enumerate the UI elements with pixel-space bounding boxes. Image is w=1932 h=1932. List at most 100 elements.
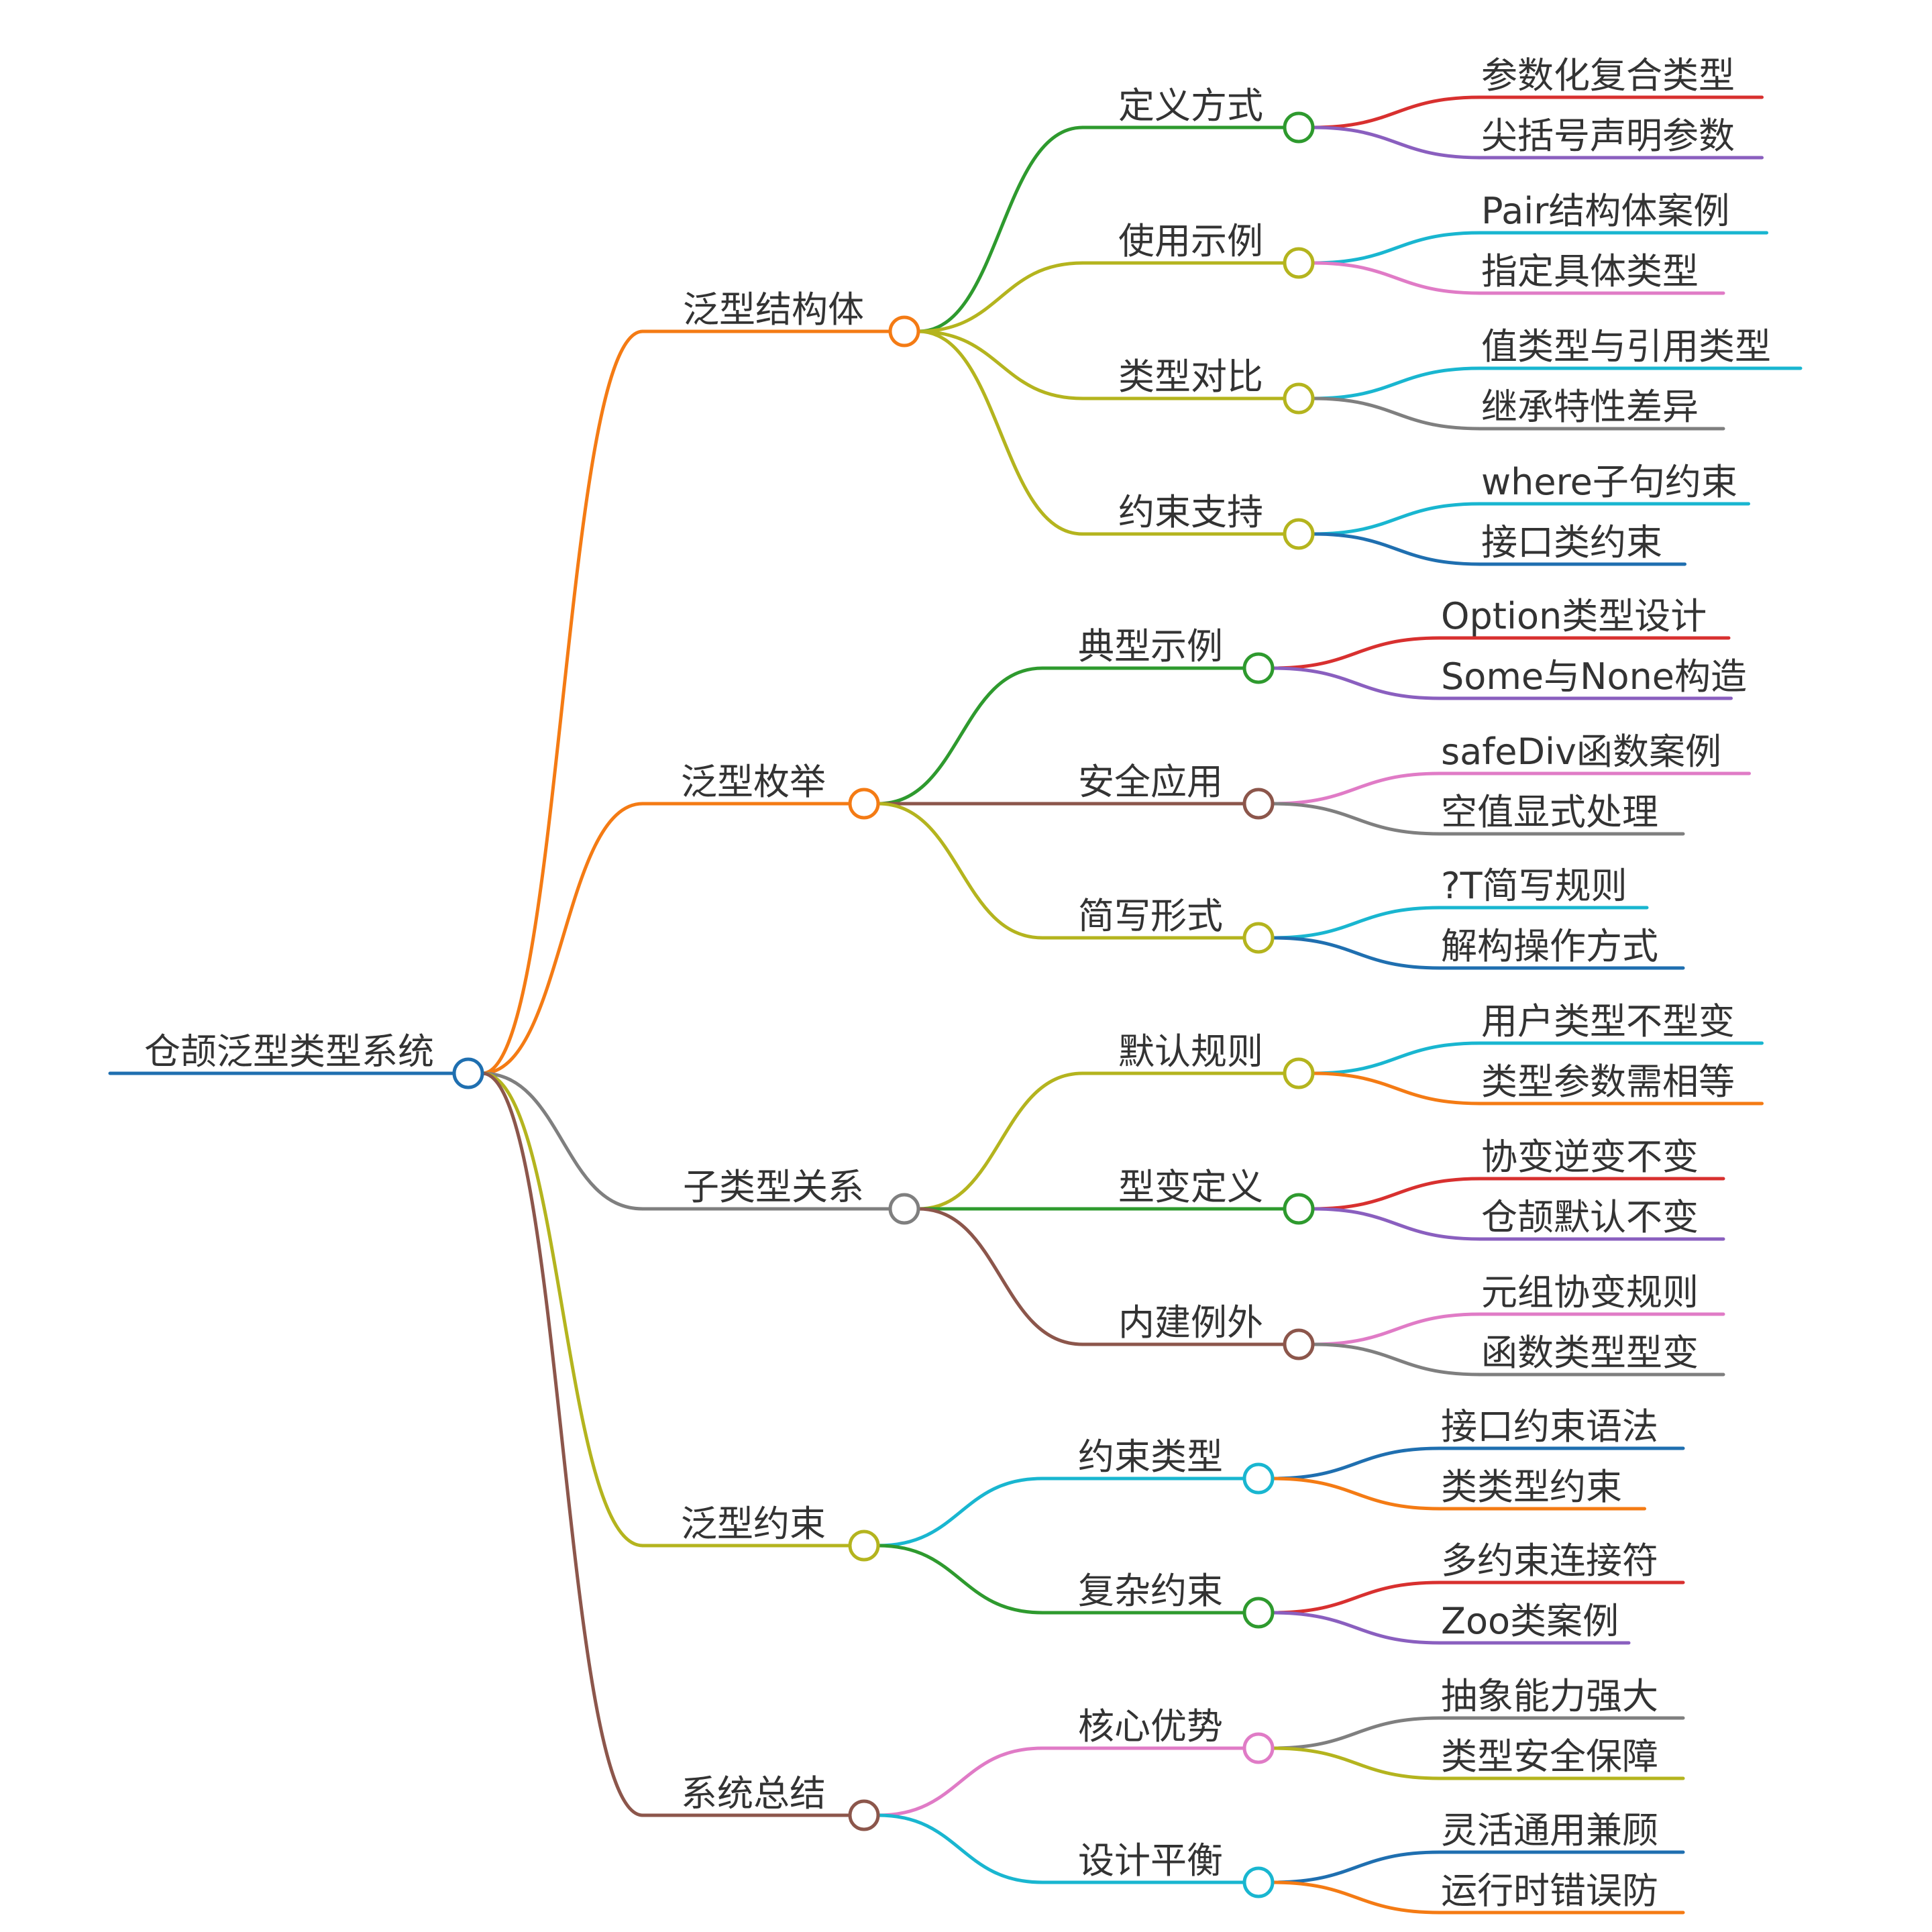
- branch-4-label[interactable]: 系统总结: [681, 1772, 826, 1815]
- branch-0-label[interactable]: 泛型结构体: [683, 288, 864, 331]
- topic-4-1-label[interactable]: 设计平衡: [1078, 1839, 1223, 1882]
- leaf-connector: [1272, 906, 1440, 940]
- topic-0-2-label[interactable]: 类型对比: [1118, 356, 1263, 398]
- branch-0-collapse-toggle[interactable]: [888, 315, 920, 347]
- leaf-connector: [1312, 95, 1481, 129]
- leaf-connector: [1272, 1446, 1440, 1481]
- leaf-connector: [1312, 261, 1481, 295]
- branch-connector: [482, 329, 643, 1075]
- sub-connector: [918, 261, 1083, 333]
- leaf-connector: [1312, 1312, 1481, 1346]
- leaf-0-2-1-label[interactable]: 继承特性差异: [1481, 386, 1699, 428]
- leaf-1-2-1-label[interactable]: 解构操作方式: [1441, 925, 1658, 967]
- leaf-2-0-1-label[interactable]: 类型参数需相等: [1481, 1061, 1735, 1103]
- leaf-2-0-0-label[interactable]: 用户类型不型变: [1481, 1000, 1735, 1042]
- branch-2-label[interactable]: 子类型关系: [683, 1166, 864, 1208]
- topic-2-1-label[interactable]: 型变定义: [1118, 1166, 1263, 1208]
- leaf-1-2-0-label[interactable]: ?T简写规则: [1441, 865, 1627, 907]
- branch-connector: [482, 1071, 643, 1817]
- leaf-2-2-1-label[interactable]: 函数类型型变: [1481, 1332, 1699, 1374]
- topic-0-1-label[interactable]: 使用示例: [1118, 220, 1263, 262]
- branch-connector: [482, 1071, 643, 1211]
- topic-3-0-label[interactable]: 约束类型: [1078, 1436, 1223, 1478]
- leaf-connector: [1312, 1342, 1481, 1377]
- branch-2-collapse-toggle[interactable]: [888, 1193, 920, 1225]
- leaf-0-0-1-label[interactable]: 尖括号声明参数: [1481, 115, 1735, 157]
- leaf-connector: [1312, 502, 1481, 536]
- leaf-connector: [1272, 1477, 1440, 1511]
- topic-3-0-collapse-toggle[interactable]: [1242, 1462, 1275, 1495]
- leaf-1-0-0-label[interactable]: Option类型设计: [1441, 595, 1707, 637]
- root-node-collapse-toggle[interactable]: [452, 1057, 484, 1089]
- leaf-0-3-1-label[interactable]: 接口类约束: [1481, 521, 1662, 564]
- leaf-2-1-0-label[interactable]: 协变逆变不变: [1481, 1136, 1699, 1178]
- topic-2-1-collapse-toggle[interactable]: [1283, 1193, 1315, 1225]
- leaf-3-1-0-label[interactable]: 多约束连接符: [1441, 1540, 1658, 1582]
- branch-3-label[interactable]: 泛型约束: [681, 1503, 826, 1545]
- leaf-0-1-1-label[interactable]: 指定具体类型: [1481, 250, 1699, 292]
- topic-0-3-label[interactable]: 约束支持: [1118, 491, 1263, 533]
- topic-1-0-label[interactable]: 典型示例: [1078, 625, 1223, 667]
- topic-3-1-label[interactable]: 复杂约束: [1078, 1570, 1223, 1612]
- leaf-connector: [1272, 1746, 1440, 1780]
- topic-4-0-label[interactable]: 核心优势: [1078, 1705, 1223, 1748]
- leaf-4-1-0-label[interactable]: 灵活通用兼顾: [1441, 1809, 1658, 1851]
- leaf-connector: [1272, 771, 1440, 806]
- leaf-connector: [1272, 1611, 1440, 1645]
- leaf-1-0-1-label[interactable]: Some与None构造: [1441, 655, 1747, 698]
- leaf-4-0-1-label[interactable]: 类型安全保障: [1441, 1735, 1658, 1778]
- leaf-connector: [1312, 396, 1481, 431]
- leaf-3-0-0-label[interactable]: 接口约束语法: [1441, 1405, 1658, 1448]
- topic-0-3-collapse-toggle[interactable]: [1283, 518, 1315, 550]
- topic-2-2-collapse-toggle[interactable]: [1283, 1328, 1315, 1360]
- leaf-4-1-1-label[interactable]: 运行时错误防: [1441, 1870, 1658, 1912]
- topic-4-0-collapse-toggle[interactable]: [1242, 1732, 1275, 1764]
- leaf-connector: [1312, 1207, 1481, 1241]
- topic-0-0-label[interactable]: 定义方式: [1118, 85, 1263, 127]
- topic-1-2-label[interactable]: 简写形式: [1078, 895, 1223, 937]
- branch-3-collapse-toggle[interactable]: [848, 1529, 880, 1562]
- branch-1-collapse-toggle[interactable]: [848, 788, 880, 820]
- sub-connector: [877, 1746, 1043, 1817]
- leaf-4-0-0-label[interactable]: 抽象能力强大: [1441, 1675, 1658, 1717]
- topic-0-2-collapse-toggle[interactable]: [1283, 382, 1315, 415]
- topic-1-1-collapse-toggle[interactable]: [1242, 788, 1275, 820]
- topic-2-0-collapse-toggle[interactable]: [1283, 1057, 1315, 1089]
- sub-connector: [877, 1544, 1043, 1615]
- topic-3-1-collapse-toggle[interactable]: [1242, 1597, 1275, 1629]
- sub-connector: [877, 1477, 1043, 1548]
- topic-0-0-collapse-toggle[interactable]: [1283, 111, 1315, 144]
- leaf-connector: [1312, 231, 1481, 265]
- leaf-connector: [1312, 366, 1481, 400]
- leaf-connector: [1312, 125, 1481, 160]
- leaf-3-1-1-label[interactable]: Zoo类案例: [1441, 1600, 1619, 1642]
- leaf-connector: [1272, 666, 1440, 700]
- branch-4-collapse-toggle[interactable]: [848, 1799, 880, 1831]
- leaf-1-1-0-label[interactable]: safeDiv函数案例: [1441, 731, 1721, 773]
- leaf-0-1-0-label[interactable]: Pair结构体案例: [1481, 190, 1729, 232]
- topic-2-0-label[interactable]: 默认规则: [1118, 1030, 1263, 1073]
- topic-0-1-collapse-toggle[interactable]: [1283, 247, 1315, 279]
- root-node-label[interactable]: 仓颉泛型类型系统: [144, 1030, 434, 1073]
- sub-connector: [877, 802, 1043, 940]
- topic-4-1-collapse-toggle[interactable]: [1242, 1866, 1275, 1898]
- leaf-2-2-0-label[interactable]: 元组协变规则: [1481, 1271, 1699, 1313]
- leaf-1-1-1-label[interactable]: 空值显式处理: [1441, 791, 1658, 833]
- sub-connector: [918, 125, 1083, 333]
- leaf-connector: [1312, 1177, 1481, 1211]
- leaf-connector: [1312, 1041, 1481, 1075]
- topic-1-2-collapse-toggle[interactable]: [1242, 922, 1275, 954]
- leaf-0-3-0-label[interactable]: where子句约束: [1481, 461, 1737, 503]
- leaf-0-0-0-label[interactable]: 参数化复合类型: [1481, 54, 1735, 97]
- leaf-0-2-0-label[interactable]: 值类型与引用类型: [1481, 325, 1771, 368]
- sub-connector: [918, 1207, 1083, 1346]
- branch-1-label[interactable]: 泛型枚举: [681, 761, 826, 803]
- leaf-2-1-1-label[interactable]: 仓颉默认不变: [1481, 1196, 1699, 1238]
- leaf-3-0-1-label[interactable]: 类类型约束: [1441, 1466, 1622, 1508]
- sub-connector: [918, 1071, 1083, 1211]
- topic-1-1-label[interactable]: 安全应用: [1078, 761, 1223, 803]
- leaf-connector: [1272, 1850, 1440, 1884]
- topic-1-0-collapse-toggle[interactable]: [1242, 652, 1275, 684]
- topic-2-2-label[interactable]: 内建例外: [1118, 1301, 1263, 1344]
